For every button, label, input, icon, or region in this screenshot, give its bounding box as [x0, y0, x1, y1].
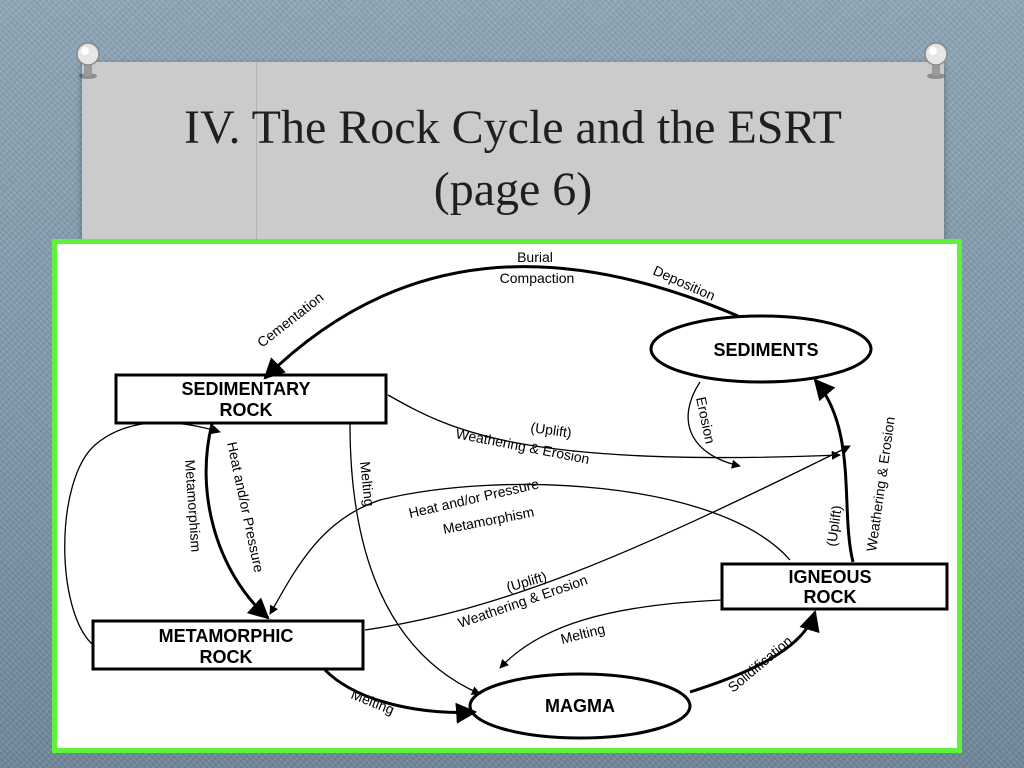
rock-cycle-diagram: SEDIMENTS SEDIMENTARY ROCK METAMORPHIC R…	[64, 249, 949, 740]
arrow-metamorphic-to-sediments	[364, 445, 851, 631]
arrow-magma-to-igneous	[689, 609, 820, 694]
label-melting-sed: Melting	[357, 461, 378, 508]
label-heat-pressure-left: Heat and/or Pressure	[224, 440, 267, 574]
label-deposition: Deposition	[651, 262, 718, 304]
card-divider	[256, 62, 257, 267]
label-cementation: Cementation	[254, 289, 326, 350]
arrow-metamorphic-to-sedimentary	[64, 422, 221, 646]
arrow-igneous-to-sediments	[813, 378, 855, 563]
node-sediments: SEDIMENTS	[649, 314, 873, 384]
node-sedimentary-rock: SEDIMENTARY ROCK	[114, 373, 388, 425]
slide-title-line1: IV. The Rock Cycle and the ESRT	[184, 101, 842, 154]
node-metamorphic-label-1: METAMORPHIC	[159, 626, 294, 646]
arrow-sedimentary-to-sediments	[387, 394, 841, 460]
arrow-sediments-erosion-loop	[687, 381, 741, 469]
label-melting-igneous: Melting	[559, 620, 607, 646]
node-magma: MAGMA	[468, 672, 692, 740]
label-metamorphism-left: Metamorphism	[182, 459, 204, 552]
node-metamorphic-label-2: ROCK	[200, 647, 253, 667]
label-burial: Burial	[517, 249, 553, 265]
node-metamorphic-rock: METAMORPHIC ROCK	[91, 619, 365, 671]
title-card	[82, 62, 944, 267]
arrow-metamorphic-to-magma	[323, 668, 478, 724]
node-magma-label: MAGMA	[545, 696, 615, 716]
pushpin-left-icon	[76, 42, 100, 79]
arrow-igneous-to-magma	[499, 599, 723, 669]
arrow-sedimentary-to-magma	[349, 423, 481, 695]
node-sedimentary-label-2: ROCK	[220, 400, 273, 420]
node-sediments-label: SEDIMENTS	[713, 340, 818, 360]
label-uplift-top: (Uplift)	[530, 419, 573, 441]
label-uplift-right: (Uplift)	[823, 504, 845, 547]
pushpin-right-icon	[924, 42, 948, 79]
label-weathering-right: Weathering & Erosion	[863, 416, 898, 553]
arrow-sedimentary-to-metamorphic	[204, 423, 270, 620]
node-sedimentary-label-1: SEDIMENTARY	[181, 379, 310, 399]
node-igneous-label-2: ROCK	[804, 587, 857, 607]
node-igneous-rock: IGNEOUS ROCK	[720, 562, 949, 611]
slide-title-line2: (page 6)	[433, 163, 593, 216]
label-solidification: Solidification	[725, 633, 796, 696]
label-melting-meta: Melting	[349, 686, 397, 718]
arrow-sediments-to-sedimentary	[263, 265, 739, 380]
rock-cycle-diagram-frame: SEDIMENTS SEDIMENTARY ROCK METAMORPHIC R…	[52, 239, 962, 753]
node-igneous-label-1: IGNEOUS	[788, 567, 871, 587]
arrow-igneous-to-metamorphic	[269, 483, 791, 615]
label-erosion: Erosion	[693, 395, 719, 445]
label-compaction: Compaction	[500, 270, 575, 286]
